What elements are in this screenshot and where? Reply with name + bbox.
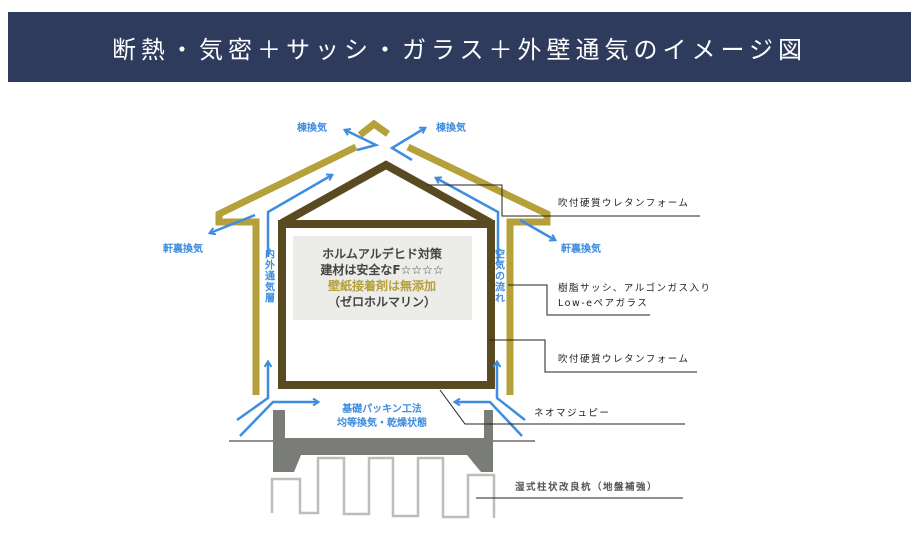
arrow-eave-right — [519, 218, 555, 240]
arrow-right-up — [436, 178, 500, 262]
floor-insulation-callout: ネオマジュピー — [534, 408, 610, 419]
outer-wall — [215, 119, 551, 395]
sash-callout-line2: Low-eペアガラス — [558, 298, 648, 309]
ground-piles — [270, 456, 496, 519]
arrow-base-left-2 — [239, 402, 318, 437]
info-box-text: ホルムアルデヒド対策 建材は安全なF☆☆☆☆ 壁紙接着剤は無添加 （ゼロホルマリ… — [319, 246, 443, 309]
info-line-3: 壁紙接着剤は無添加 — [328, 278, 436, 293]
airflow-arrows — [210, 128, 555, 437]
title-banner: 断熱・気密＋サッシ・ガラス＋外壁通気のイメージ図 — [8, 12, 911, 82]
air-flow-label: 空気の流れ — [493, 247, 506, 303]
arrow-base-right-2 — [455, 402, 523, 437]
inner-outer-layer-label: 内外通気層 — [263, 247, 276, 303]
page-title: 断熱・気密＋サッシ・ガラス＋外壁通気のイメージ図 — [111, 35, 808, 64]
ridge-vent-label-left: 棟換気 — [297, 121, 327, 134]
foundation — [273, 410, 493, 472]
arrow-eave-left — [210, 213, 256, 233]
arrow-ridge-right — [389, 128, 425, 162]
base-packing-label: 基礎パッキン工法 — [341, 402, 422, 415]
insulation-frame — [278, 160, 495, 389]
arrow-base-left-1 — [236, 362, 268, 422]
info-line-2: 建材は安全なF☆☆☆☆ — [319, 262, 443, 277]
callout-leaders — [427, 184, 700, 499]
arrow-ridge-left — [345, 130, 380, 152]
wall-insulation-callout: 吹付硬質ウレタンフォーム — [558, 353, 689, 365]
arrow-left-up — [266, 175, 332, 257]
eave-vent-label-right: 軒裏換気 — [561, 242, 601, 255]
piles-callout: 湿式柱状改良杭（地盤補強） — [515, 481, 658, 493]
base-ventilation-label: 均等換気・乾燥状態 — [337, 416, 427, 429]
eave-vent-label-left: 軒裏換気 — [163, 242, 203, 255]
arrow-base-right-1 — [497, 362, 526, 421]
info-box — [293, 236, 472, 320]
roof-insulation-callout: 吹付硬質ウレタンフォーム — [558, 197, 689, 209]
sash-callout-line1: 樹脂サッシ、アルゴンガス入り — [558, 282, 712, 294]
ridge-vent-label-right: 棟換気 — [436, 121, 466, 134]
info-line-4: （ゼロホルマリン） — [328, 294, 436, 309]
info-line-1: ホルムアルデヒド対策 — [322, 246, 443, 261]
